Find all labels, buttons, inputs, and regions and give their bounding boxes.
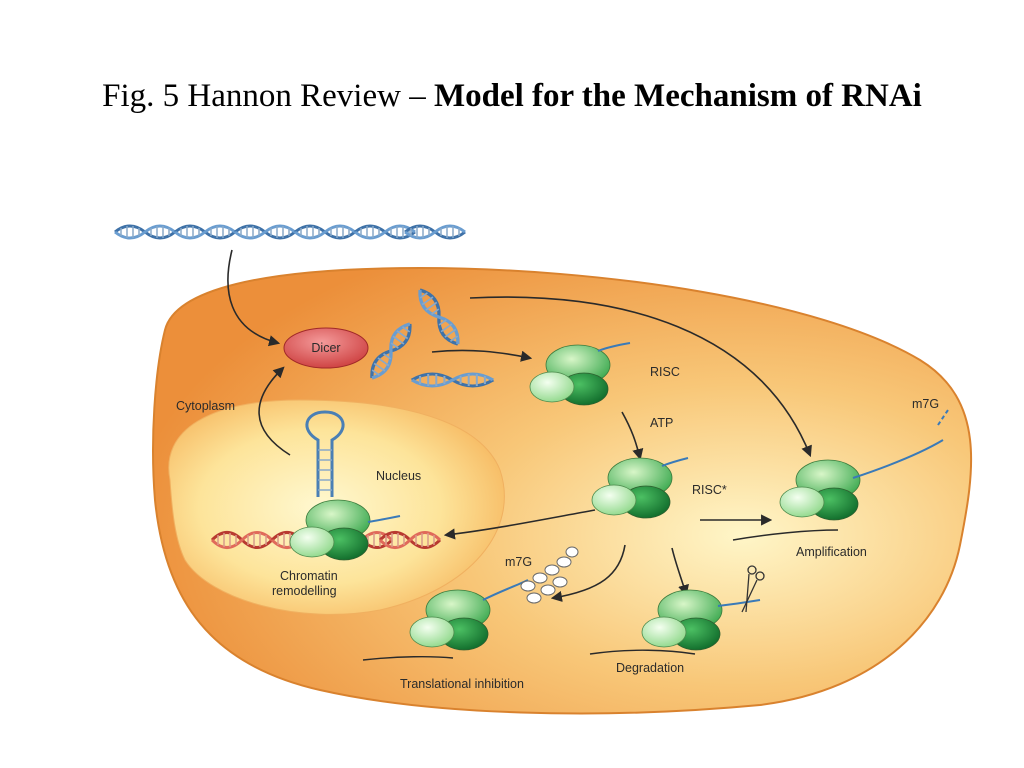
dicer-label: Dicer — [311, 341, 340, 355]
dicer-enzyme: Dicer — [283, 327, 369, 369]
risc-active-label: RISC* — [692, 483, 727, 497]
remodelling-label: remodelling — [272, 584, 337, 598]
arrow-to-amplification — [469, 296, 812, 458]
scissors-icon — [741, 565, 765, 613]
amplification-complex — [732, 409, 949, 541]
arrow-risc-to-translational-inhibition — [550, 544, 626, 603]
arrow-sirna-to-risc — [431, 349, 533, 362]
atp-label: ATP — [650, 416, 673, 430]
title-prefix: Fig. 5 Hannon Review – — [102, 78, 434, 114]
degradation-label: Degradation — [616, 661, 684, 675]
m7g-bottom-label: m7G — [505, 555, 532, 569]
degradation-complex — [589, 589, 761, 655]
chromatin-risc-complex — [289, 499, 401, 561]
m7g-top-label: m7G — [912, 397, 939, 411]
risc-active-complex — [591, 457, 689, 519]
arrow-risc-to-risc-active — [621, 411, 644, 461]
arrow-nucleus-to-dicer — [258, 366, 291, 456]
arrow-risc-to-chromatin — [443, 509, 596, 540]
nucleus-label: Nucleus — [376, 469, 421, 483]
amplification-label: Amplification — [796, 545, 867, 559]
hairpin-rna — [305, 410, 345, 497]
risc-complex — [529, 342, 631, 406]
risc-label: RISC — [650, 365, 680, 379]
cytoplasm-label: Cytoplasm — [176, 399, 235, 413]
arrow-dna-to-dicer — [227, 249, 281, 347]
chromatin-label: Chromatin — [280, 569, 338, 583]
translational-inhibition-label: Translational inhibition — [400, 677, 524, 691]
double-stranded-dna-top — [113, 224, 467, 240]
slide-title: Fig. 5 Hannon Review – Model for the Mec… — [0, 78, 1024, 115]
ribosome-cluster — [520, 546, 579, 604]
title-bold: Model for the Mechanism of RNAi — [433, 78, 922, 114]
